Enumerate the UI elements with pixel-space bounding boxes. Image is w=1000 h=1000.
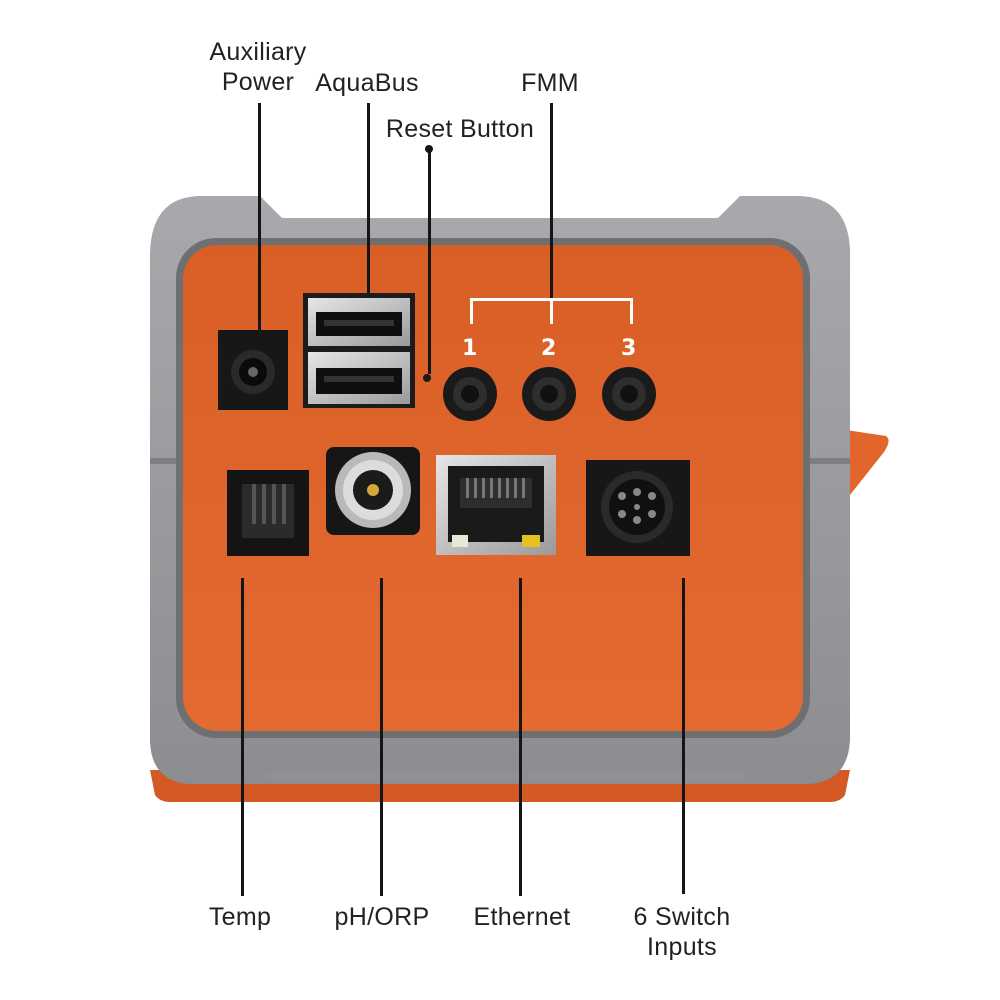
switch-inputs-label-line1: 6 Switch: [633, 903, 731, 931]
aux-power-label-line2: Power: [221, 68, 295, 96]
fmm-bracket-left: [470, 298, 473, 324]
ethernet-label: Ethernet: [473, 903, 571, 931]
fmm-bracket-right: [630, 298, 633, 324]
ph-orp-label: pH/ORP: [334, 903, 430, 931]
aux-power-leader: [258, 103, 261, 331]
reset-leader: [428, 148, 431, 374]
aux-power-label: Auxiliary Power: [190, 37, 326, 97]
switch-inputs-label: 6 Switch Inputs: [614, 902, 750, 962]
temp-leader: [241, 578, 244, 896]
reset-button-hole: [423, 374, 431, 382]
fmm-label: FMM: [521, 69, 579, 97]
fmm-ports: [443, 367, 656, 421]
ethernet-jack: [436, 455, 556, 555]
fmm-port-1-label: 1: [462, 336, 478, 361]
aquabus-label: AquaBus: [315, 69, 419, 97]
temp-label: Temp: [208, 903, 272, 931]
fmm-port-3-label: 3: [621, 336, 637, 361]
temp-jack: [227, 470, 309, 556]
label-strip: [265, 772, 745, 782]
ph-orp-bnc: [326, 447, 420, 535]
aquabus-ports: [303, 293, 415, 408]
aux-power-label-line1: Auxiliary: [209, 38, 307, 66]
ethernet-leader: [519, 578, 522, 896]
fmm-leader: [550, 103, 553, 301]
casing-tab: [846, 430, 889, 500]
aux-power-jack: [218, 330, 288, 410]
reset-leader-dot: [425, 145, 433, 153]
switch-inputs-label-line2: Inputs: [647, 933, 717, 961]
switch-inputs-din: [586, 460, 690, 556]
reset-button-label: Reset Button: [385, 115, 535, 143]
ph-orp-leader: [380, 578, 383, 896]
fmm-bracket-mid: [550, 298, 553, 324]
fmm-port-2-label: 2: [541, 336, 557, 361]
aquabus-leader: [367, 103, 370, 293]
switch-leader: [682, 578, 685, 894]
